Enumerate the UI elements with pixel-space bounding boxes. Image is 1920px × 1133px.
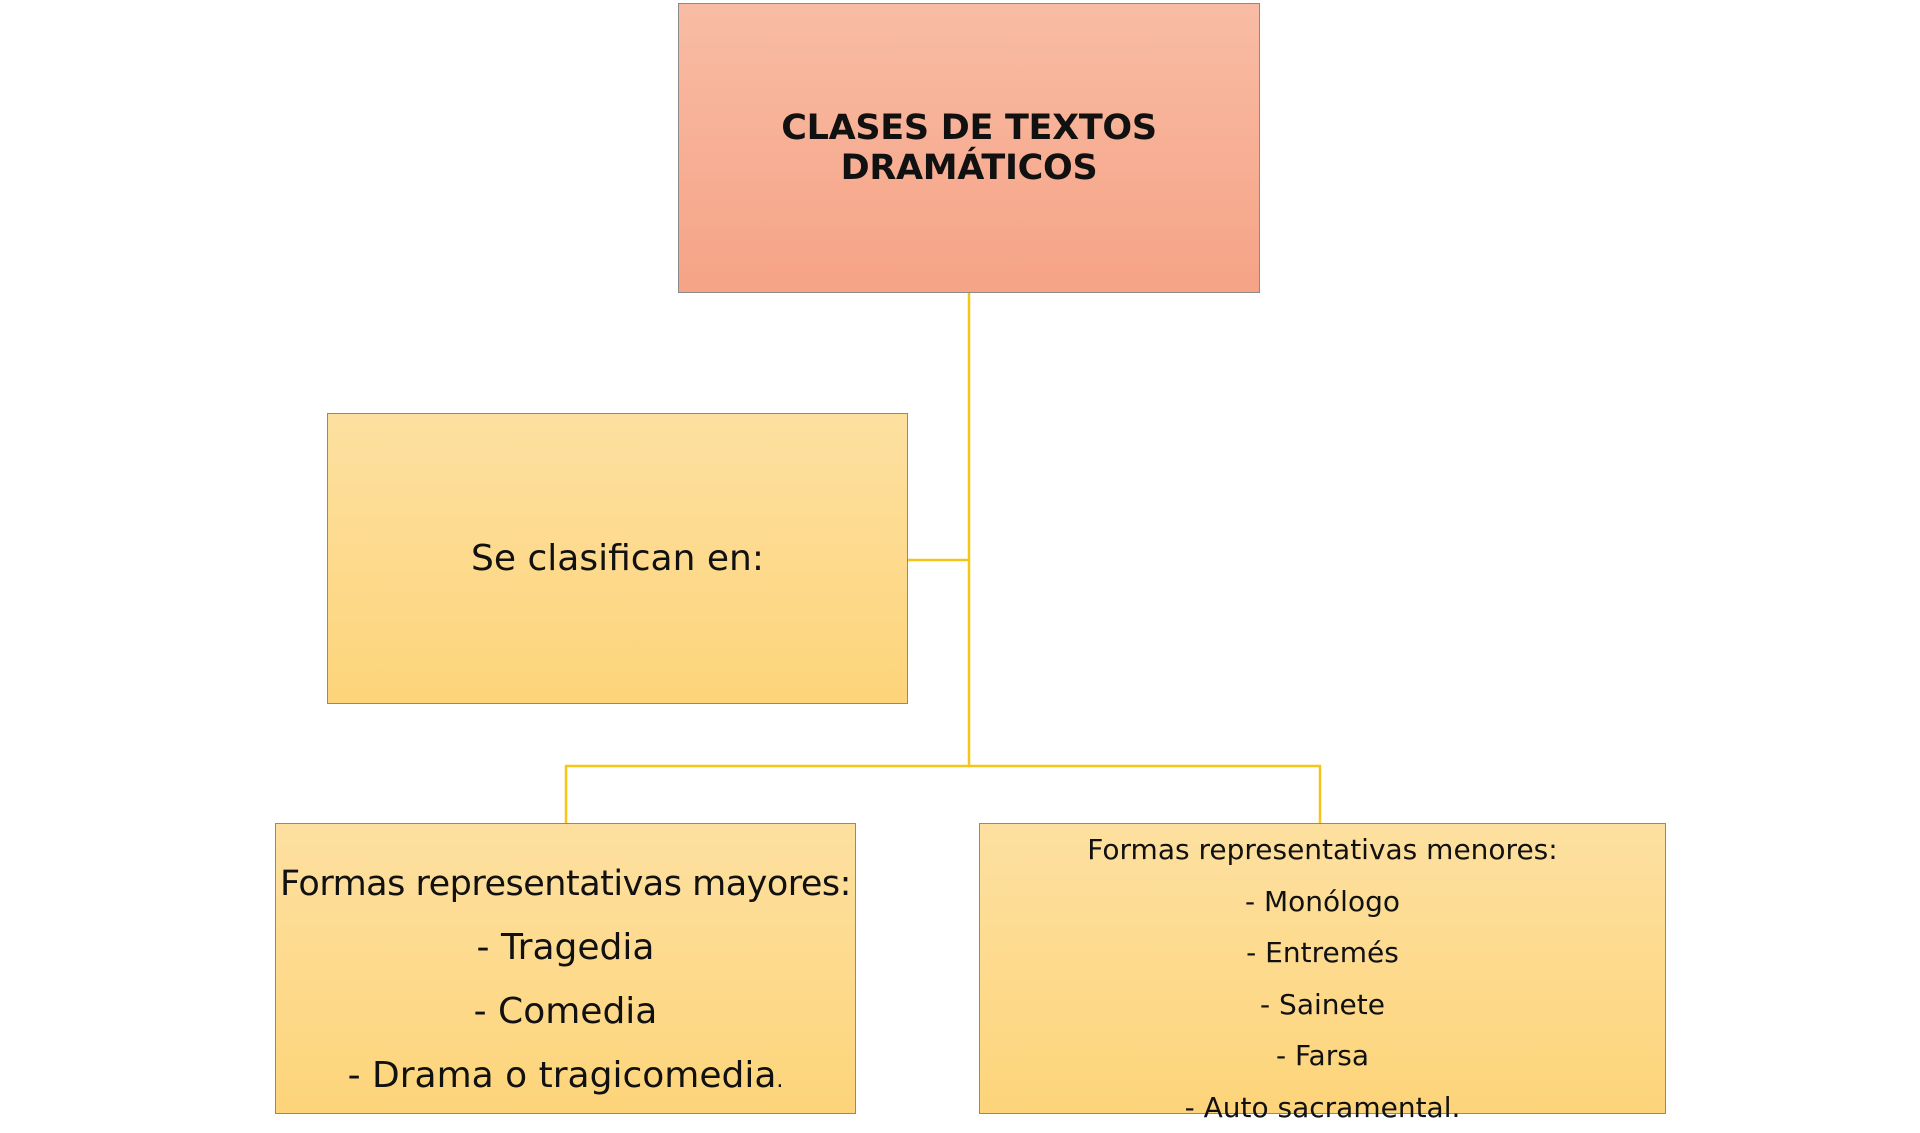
major-forms-item-tragedia: - Tragedia: [477, 916, 655, 980]
classification-node-label: Se clasifican en:: [471, 538, 764, 579]
major-forms-item-comedia: - Comedia: [474, 980, 658, 1044]
minor-forms-item-auto-sacramental: - Auto sacramental.: [1185, 1082, 1461, 1133]
root-node-box: CLASES DE TEXTOS DRAMÁTICOS: [678, 3, 1260, 293]
minor-forms-item-sainete: - Sainete: [1260, 979, 1385, 1031]
minor-forms-item-monologo: - Monólogo: [1245, 876, 1400, 928]
minor-forms-node-box: Formas representativas menores: - Monólo…: [979, 823, 1666, 1114]
minor-forms-item-entremes: - Entremés: [1246, 927, 1399, 979]
major-forms-heading: Formas representativas mayores:: [280, 852, 851, 916]
root-node-title: CLASES DE TEXTOS DRAMÁTICOS: [679, 108, 1259, 188]
minor-forms-heading: Formas representativas menores:: [1087, 824, 1557, 876]
minor-forms-item-farsa: - Farsa: [1276, 1030, 1369, 1082]
major-forms-item-drama-period: .: [776, 1068, 783, 1093]
major-forms-item-drama-text: - Drama o tragicomedia: [348, 1055, 777, 1096]
major-forms-node-box: Formas representativas mayores: - Traged…: [275, 823, 856, 1114]
classification-node-box: Se clasifican en:: [327, 413, 908, 704]
major-forms-item-drama: - Drama o tragicomedia.: [348, 1044, 784, 1113]
